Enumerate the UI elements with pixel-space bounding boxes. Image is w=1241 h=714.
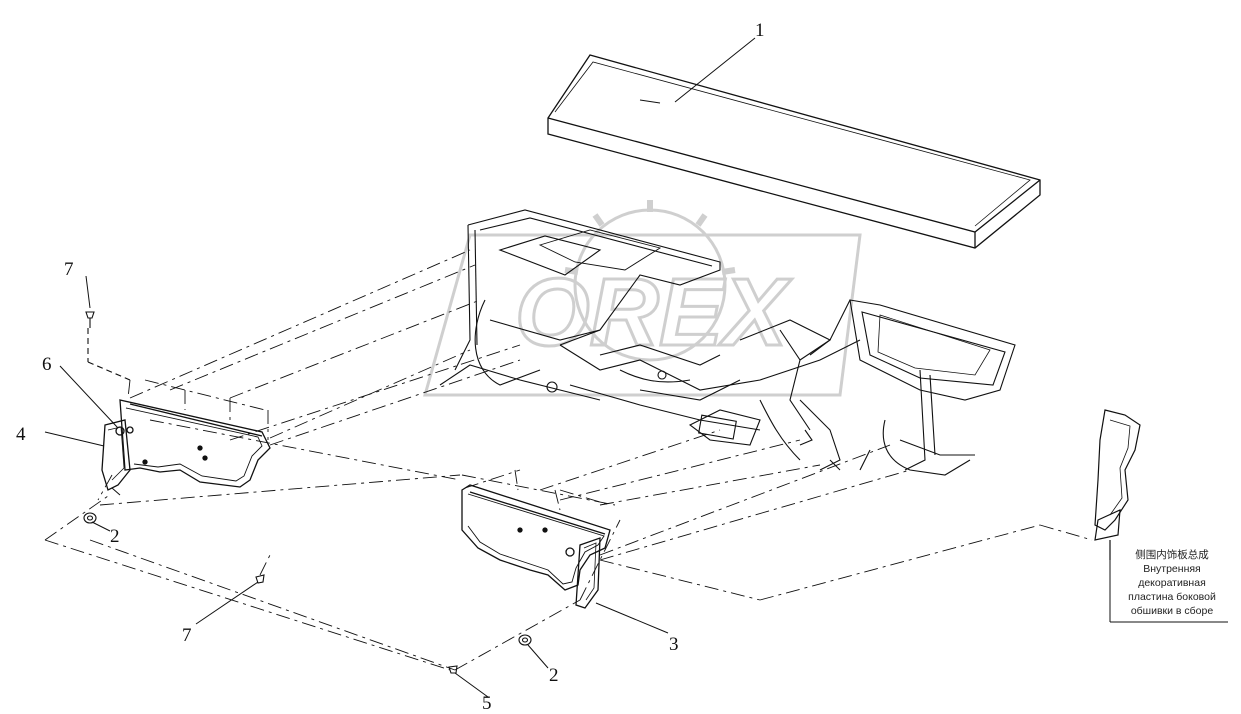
callout-2-left: 2 [110, 526, 120, 547]
callout-labels: 1 7 6 4 2 7 3 2 5 [16, 20, 765, 714]
side-trim-panel-assembly [1094, 409, 1141, 560]
clip-6 [115, 426, 125, 436]
watermark-gear-teeth [564, 200, 736, 275]
part-3-center-trim-panel [461, 484, 611, 609]
note-line-2: Внутренняя [1143, 563, 1201, 575]
orex-watermark: OREX [423, 200, 862, 397]
note-line-chinese: 侧围内饰板总成 [1135, 549, 1209, 561]
part-1-cover-panel [547, 54, 1041, 249]
callout-3: 3 [669, 634, 679, 655]
note-line-5: обшивки в сборе [1130, 605, 1214, 617]
callout-7-lower: 7 [182, 625, 192, 646]
callout-7-upper: 7 [64, 259, 74, 280]
part-4-left-trim-panel [101, 399, 271, 496]
note-line-3: декоративная [1138, 577, 1206, 589]
part-2-lower-nut [518, 634, 532, 646]
callout-6: 6 [42, 354, 52, 375]
part-7-upper-clip [85, 311, 131, 381]
note-leader [1109, 545, 1228, 623]
fasteners [83, 311, 532, 674]
callout-4: 4 [16, 424, 26, 445]
part-5-clip [448, 665, 458, 674]
callout-leaders [44, 37, 756, 698]
callout-2-lower: 2 [549, 665, 559, 686]
part-7-lower-clip [255, 574, 265, 584]
assembly-lines [44, 249, 1093, 671]
side-trim-note: 侧围内饰板总成 Внутренняя декоративная пластина… [1117, 548, 1227, 618]
floor-assembly [439, 209, 1016, 476]
watermark-frame [423, 233, 862, 397]
callout-5: 5 [482, 693, 492, 714]
part-2-left-nut [83, 512, 97, 524]
note-line-4: пластина боковой [1128, 591, 1216, 603]
callout-1: 1 [755, 20, 765, 41]
